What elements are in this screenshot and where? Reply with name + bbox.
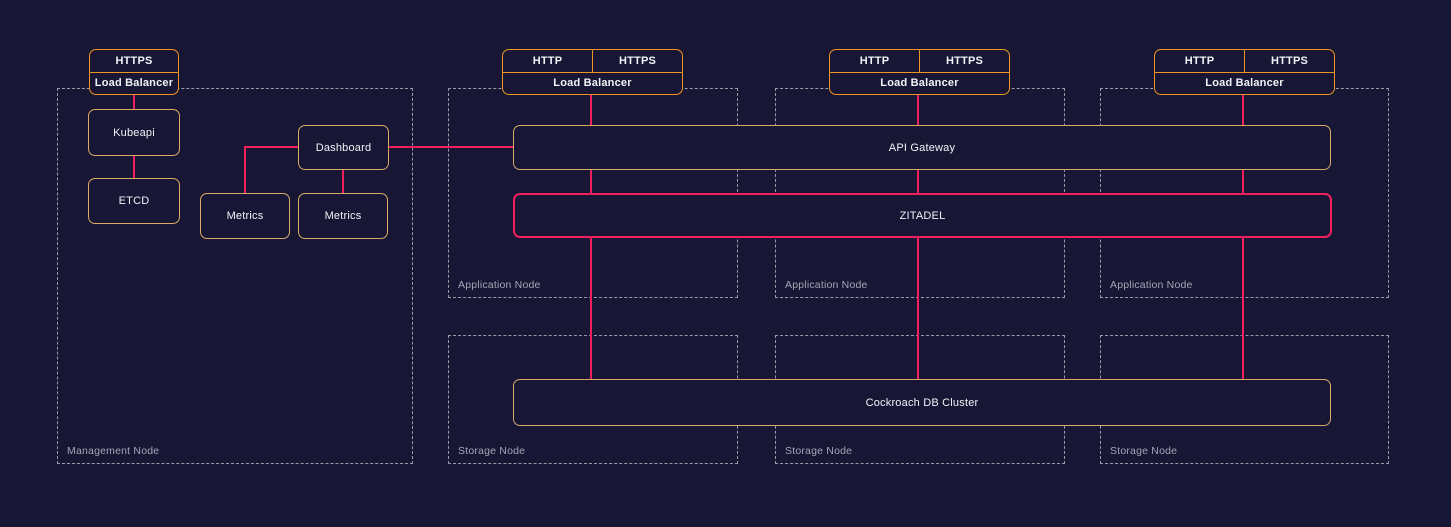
cockroach-db-cluster-box: Cockroach DB Cluster [513,379,1331,426]
connector-lb2-api-gateway [917,94,919,126]
connector-dashboard-metrics-left-h [244,146,298,148]
app3-lb-label: Load Balancer [1155,71,1334,95]
connector-zitadel-cockroach-2 [917,237,919,380]
connector-zitadel-cockroach-3 [1242,237,1244,380]
management-load-balancer: HTTPS Load Balancer [89,49,179,95]
connector-lb-kubeapi [133,94,135,110]
app3-load-balancer: HTTP HTTPS Load Balancer [1154,49,1335,95]
management-lb-label: Load Balancer [90,71,178,95]
connector-api-gateway-zitadel-1 [590,169,592,194]
app3-lb-https-port: HTTPS [1244,50,1334,72]
dashboard-box: Dashboard [298,125,389,170]
connector-zitadel-cockroach-1 [590,237,592,380]
application-node-3-label: Application Node [1110,279,1193,291]
storage-node-2-label: Storage Node [785,445,853,457]
app3-lb-http-port: HTTP [1184,54,1215,67]
zitadel-box: ZITADEL [513,193,1332,238]
kubeapi-box: Kubeapi [88,109,180,156]
app1-lb-http-port: HTTP [532,54,563,67]
metrics-left-box: Metrics [200,193,290,239]
app2-load-balancer: HTTP HTTPS Load Balancer [829,49,1010,95]
storage-node-1-label: Storage Node [458,445,526,457]
connector-dashboard-api-gateway [389,146,513,148]
app2-lb-http-port: HTTP [859,54,890,67]
application-node-1-label: Application Node [458,279,541,291]
connector-lb3-api-gateway [1242,94,1244,126]
storage-node-3-label: Storage Node [1110,445,1178,457]
app1-lb-label: Load Balancer [503,71,682,95]
management-node: Management Node [57,88,413,464]
connector-dashboard-metrics-right [342,169,344,194]
app1-lb-https-port: HTTPS [592,50,682,72]
etcd-box: ETCD [88,178,180,224]
connector-api-gateway-zitadel-2 [917,169,919,194]
metrics-right-box: Metrics [298,193,388,239]
api-gateway-box: API Gateway [513,125,1331,170]
app2-lb-https-port: HTTPS [919,50,1009,72]
app2-lb-label: Load Balancer [830,71,1009,95]
management-node-label: Management Node [67,445,160,457]
application-node-2-label: Application Node [785,279,868,291]
connector-dashboard-metrics-left-v [244,146,246,194]
connector-api-gateway-zitadel-3 [1242,169,1244,194]
connector-lb1-api-gateway [590,94,592,126]
management-lb-https-port: HTTPS [115,54,153,67]
connector-kubeapi-etcd [133,155,135,179]
app1-load-balancer: HTTP HTTPS Load Balancer [502,49,683,95]
